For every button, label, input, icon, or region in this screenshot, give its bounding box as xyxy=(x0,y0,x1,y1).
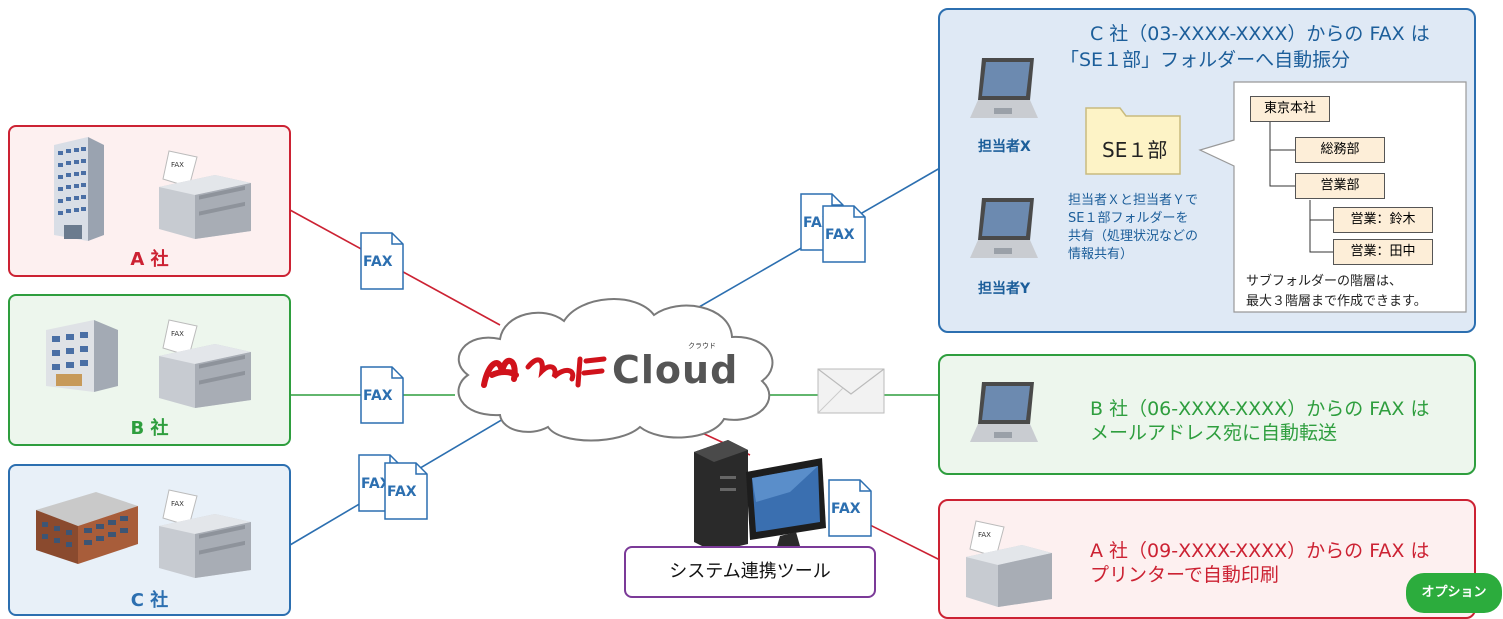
share-note-line: 共有（処理状況などの xyxy=(1068,229,1199,244)
svg-text:FAX: FAX xyxy=(171,161,184,169)
office-tower-icon xyxy=(54,137,104,241)
mail-envelope-icon xyxy=(817,368,885,414)
fax-machine-icon: FAX xyxy=(159,489,251,578)
fax-machine-icon: FAX xyxy=(159,150,251,239)
brand-logo-mark xyxy=(481,356,607,388)
org-node-sales-tanaka: 営業：田中 xyxy=(1333,239,1433,265)
a-dest-line1: A 社（09-XXXX-XXXX）からの FAX は xyxy=(1090,540,1430,562)
subfolder-note: サブフォルダーの階層は、 最大３階層まで作成できます。 xyxy=(1246,272,1427,312)
org-node-general: 総務部 xyxy=(1295,137,1385,163)
svg-text:FAX: FAX xyxy=(171,330,184,338)
low-building-icon xyxy=(46,320,118,392)
fax-document-icon: FAX xyxy=(828,479,872,537)
company-c-label: C 社 xyxy=(130,590,169,611)
svg-text:FAX: FAX xyxy=(171,500,184,508)
org-node-sales-suzuki: 営業：鈴木 xyxy=(1333,207,1433,233)
cloud-service: Cloud クラウド xyxy=(440,285,785,450)
a-dest-line2: プリンターで自動印刷 xyxy=(1090,564,1279,586)
share-note-line: 情報共有） xyxy=(1068,247,1134,262)
share-note-line: SE１部フォルダーを xyxy=(1068,211,1189,226)
company-b-box: FAX B 社 xyxy=(8,294,291,446)
company-a-label: A 社 xyxy=(130,249,169,270)
laptop-icon xyxy=(970,382,1038,442)
fax-machine-icon: FAX xyxy=(159,319,251,408)
b-destination-box: B 社（06-XXXX-XXXX）からの FAX は メールアドレス宛に自動転送 xyxy=(938,354,1476,475)
svg-text:FAX: FAX xyxy=(978,531,991,539)
folder-label: SE１部 xyxy=(1102,138,1168,162)
fax-doc-label: FAX xyxy=(831,501,861,517)
fax-doc-label: FAX xyxy=(363,254,393,270)
option-badge: オプション xyxy=(1406,573,1502,613)
cloud-icon xyxy=(457,298,774,442)
fax-document-icon: FAX xyxy=(822,205,866,263)
person-x-label: 担当者X xyxy=(978,139,1031,155)
laptop-icon xyxy=(970,198,1038,258)
company-c-box: FAX C 社 xyxy=(8,464,291,616)
desktop-pc-icon xyxy=(694,440,826,552)
subfolder-note-line: 最大３階層まで作成できます。 xyxy=(1246,294,1427,309)
a-destination-box: FAX A 社（09-XXXX-XXXX）からの FAX は プリンターで自動印… xyxy=(938,499,1476,619)
brick-building-icon xyxy=(36,492,138,564)
org-node-root: 東京本社 xyxy=(1250,96,1330,122)
brand-kana: クラウド xyxy=(688,342,716,350)
fax-document-icon: FAX xyxy=(360,366,404,424)
system-tool-label: システム連携ツール xyxy=(669,561,831,582)
fax-machine-a: FAX xyxy=(155,149,255,239)
person-y-label: 担当者Y xyxy=(978,281,1031,297)
c-dest-title-line2: 「SE１部」フォルダーへ自動振分 xyxy=(1060,49,1351,71)
fax-doc-label: FAX xyxy=(363,388,393,404)
folder-icon xyxy=(1085,107,1181,175)
company-b-label: B 社 xyxy=(130,418,169,439)
b-dest-line2: メールアドレス宛に自動転送 xyxy=(1090,422,1338,444)
fax-document-icon: FAX xyxy=(360,232,404,290)
c-dest-title-line1: C 社（03-XXXX-XXXX）からの FAX は xyxy=(1090,23,1430,45)
fax-document-icon: FAX xyxy=(384,462,428,520)
share-note-line: 担当者Ｘと担当者Ｙで xyxy=(1068,193,1199,208)
fax-machine-b: FAX xyxy=(155,318,255,408)
company-a-box: FAX A 社 xyxy=(8,125,291,277)
laptop-icon xyxy=(970,58,1038,118)
org-node-sales: 営業部 xyxy=(1295,173,1385,199)
org-tree-connectors xyxy=(1269,118,1334,253)
fax-doc-label: FAX xyxy=(387,484,417,500)
fax-machine-c: FAX xyxy=(155,488,255,578)
fax-doc-label: FAX xyxy=(361,476,391,492)
brand-cloud-text: Cloud xyxy=(612,348,739,392)
b-dest-line1: B 社（06-XXXX-XXXX）からの FAX は xyxy=(1090,398,1430,420)
system-tool-box: システム連携ツール xyxy=(624,546,876,598)
subfolder-note-line: サブフォルダーの階層は、 xyxy=(1246,274,1403,289)
fax-machine-icon: FAX xyxy=(966,520,1052,607)
c-destination-box: C 社（03-XXXX-XXXX）からの FAX は 「SE１部」フォルダーへ自… xyxy=(938,8,1476,333)
fax-doc-label: FAX xyxy=(825,227,855,243)
share-note: 担当者Ｘと担当者Ｙで SE１部フォルダーを 共有（処理状況などの 情報共有） xyxy=(1068,192,1198,264)
